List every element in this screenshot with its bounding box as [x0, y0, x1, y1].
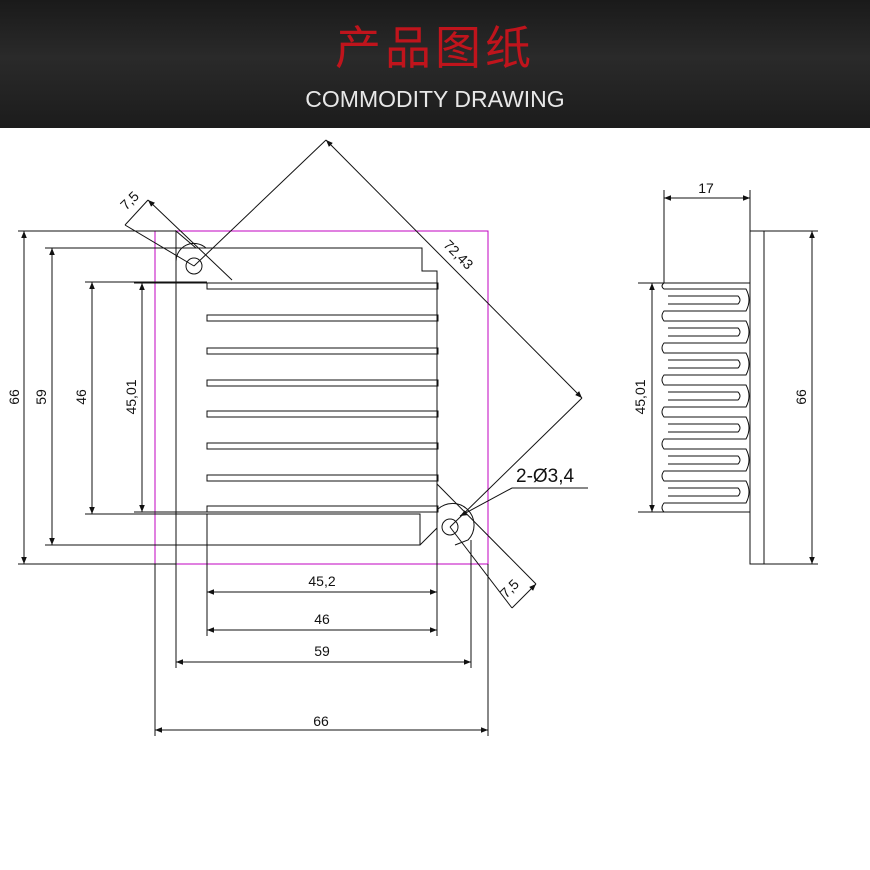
header-banner: 产品图纸 COMMODITY DRAWING	[0, 0, 870, 128]
side-view	[638, 190, 818, 565]
hole-top	[185, 257, 203, 275]
dim-line-7-5-top	[147, 199, 233, 281]
dim-text-59-v: 59	[33, 389, 49, 405]
fin	[206, 314, 439, 322]
side-fins	[668, 295, 741, 497]
ext-line-diag	[449, 397, 583, 528]
ext-line	[124, 224, 195, 267]
dim-text-46-v: 46	[73, 389, 89, 405]
ext-line	[124, 199, 149, 226]
ext-line	[449, 526, 513, 609]
side-fin	[668, 423, 741, 433]
side-fin	[668, 455, 741, 465]
side-fin	[668, 327, 741, 337]
front-view	[18, 139, 588, 736]
ext-line	[436, 483, 537, 585]
dim-text-45-2: 45,2	[308, 573, 335, 589]
drawing-canvas: 66 59 46 45,01 45,2 46 59 66 72,43 7,5 7…	[6, 139, 818, 736]
fin	[206, 505, 439, 513]
ext-line-diag	[193, 139, 327, 267]
title-english: COMMODITY DRAWING	[305, 86, 565, 112]
side-fin	[668, 359, 741, 369]
dim-text-17: 17	[698, 180, 714, 196]
side-fin	[668, 487, 741, 497]
fin	[206, 379, 439, 387]
hole-bottom	[441, 518, 459, 536]
dim-text-side-45-01: 45,01	[632, 379, 648, 414]
fins	[206, 282, 439, 513]
dim-line-7-5-bottom	[511, 583, 537, 609]
dim-text-72-43: 72,43	[440, 236, 476, 272]
hole-label: 2-Ø3,4	[516, 466, 575, 487]
side-fin	[668, 391, 741, 401]
base-plate	[207, 513, 421, 545]
dim-text-66-h: 66	[313, 713, 329, 729]
fin	[206, 347, 439, 355]
side-base-plate	[749, 230, 765, 565]
hole-top-boss	[175, 242, 207, 263]
dim-line-72-43	[325, 139, 583, 399]
hole-leader	[459, 487, 513, 517]
side-fin	[668, 295, 741, 305]
fin	[206, 474, 439, 482]
title-chinese: 产品图纸	[335, 21, 535, 75]
fin	[206, 410, 439, 418]
dim-text-66-v: 66	[6, 389, 22, 405]
dim-text-59-h: 59	[314, 643, 330, 659]
fin	[206, 442, 439, 450]
dim-text-7-5-top: 7,5	[117, 188, 142, 213]
dim-text-side-66: 66	[793, 389, 809, 405]
dim-text-45-01-v: 45,01	[123, 379, 139, 414]
dim-text-7-5-bottom: 7,5	[497, 576, 522, 601]
fin	[206, 282, 439, 290]
dim-text-46-h: 46	[314, 611, 330, 627]
side-fins-outline	[661, 282, 750, 513]
heatsink-body	[175, 229, 438, 546]
